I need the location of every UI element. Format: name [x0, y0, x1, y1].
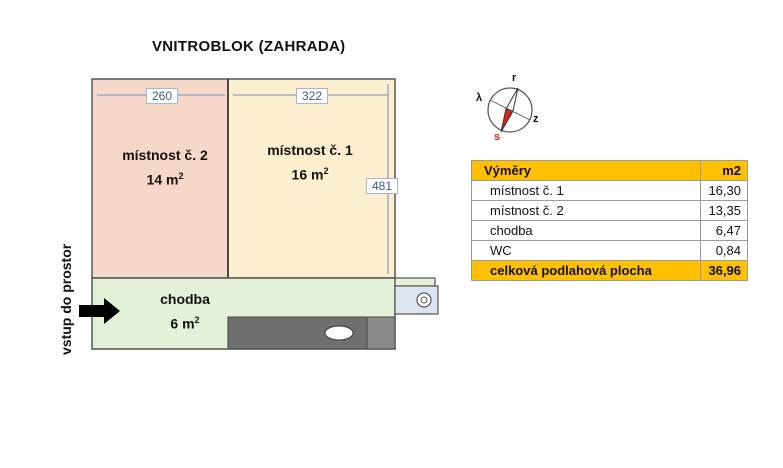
room-2-label: místnost č. 2 14 m2 [100, 145, 230, 191]
room-1-label: místnost č. 1 16 m2 [245, 140, 375, 186]
table-row: chodba 6,47 [471, 220, 748, 241]
header-unit: m2 [700, 160, 748, 181]
total-label: celková podlahová plocha [471, 260, 701, 281]
dim-room1-height: 481 [366, 178, 399, 194]
wc-toilet-icon [416, 292, 432, 308]
compass-south: s [494, 131, 501, 143]
corridor-area-text: 6 m2 [170, 315, 200, 332]
plan-title: VNITROBLOK (ZAHRADA) [152, 38, 346, 55]
compass-north: r [512, 72, 517, 84]
sink-icon [324, 325, 354, 341]
total-value: 36,96 [700, 260, 748, 281]
entrance-arrow-icon [79, 298, 120, 324]
floor-plan [79, 78, 439, 350]
compass-east: z [533, 113, 539, 125]
dim-room1-width: 322 [296, 88, 329, 104]
compass-west: λ [476, 92, 483, 104]
corridor-name: chodba [160, 291, 210, 307]
header-label: Výměry [471, 160, 701, 181]
table-row: místnost č. 2 13,35 [471, 200, 748, 221]
entrance-label: vstup do prostor [58, 243, 74, 355]
table-header-row: Výměry m2 [471, 160, 748, 181]
kitchen-fridge [366, 316, 396, 350]
dim-room2-width: 260 [146, 88, 179, 104]
table-total-row: celková podlahová plocha 36,96 [471, 260, 748, 281]
table-row: místnost č. 1 16,30 [471, 180, 748, 201]
compass-icon [487, 87, 533, 133]
corridor-extension [394, 277, 436, 287]
table-row: WC 0,84 [471, 240, 748, 261]
room-2-area-text: 14 m2 [146, 171, 184, 188]
areas-table: Výměry m2 místnost č. 1 16,30 místnost č… [471, 160, 748, 281]
room-2-name: místnost č. 2 [122, 147, 208, 163]
room-1-area-text: 16 m2 [291, 166, 329, 183]
room-1-name: místnost č. 1 [267, 142, 353, 158]
corridor-label: chodba 6 m2 [130, 289, 240, 335]
